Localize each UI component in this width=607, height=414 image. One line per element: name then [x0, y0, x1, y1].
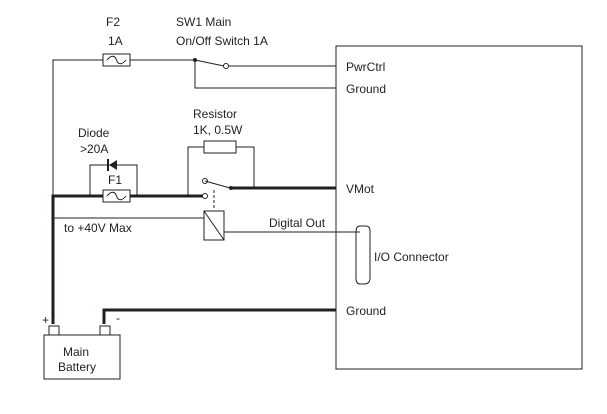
pwrctrl-wiring [52, 59, 336, 200]
battery [43, 325, 121, 380]
fuse-f2-rating: 1A [108, 34, 123, 48]
pin-pwrctrl: PwrCtrl [346, 60, 385, 74]
fuse-f2 [102, 53, 131, 67]
battery-label-line1: Main [63, 345, 89, 359]
resistor-label-line1: Resistor [193, 107, 237, 121]
switch-label-line2: On/Off Switch 1A [176, 34, 268, 48]
vmot-wiring [51, 146, 336, 324]
controller-box [335, 45, 583, 370]
digital-out-wiring [53, 217, 360, 233]
fuse-f1-name: F1 [108, 173, 122, 187]
pin-ground-top: Ground [346, 82, 386, 96]
supply-note: to +40V Max [64, 221, 132, 235]
diode-label-line2: >20A [80, 142, 108, 156]
fuse-f2-name: F2 [106, 15, 120, 29]
pin-vmot: VMot [346, 182, 375, 196]
digital-out-label: Digital Out [269, 216, 326, 230]
pin-ground-bottom: Ground [346, 304, 386, 318]
io-connector-label: I/O Connector [374, 250, 449, 264]
battery-label-line2: Battery [58, 360, 96, 374]
battery-plus-sign: + [42, 313, 49, 327]
switch-label-line1: SW1 Main [176, 15, 231, 29]
relay-switch [202, 178, 233, 210]
resistor [203, 140, 237, 154]
switch-sw1 [193, 58, 229, 69]
fuse-f1 [102, 189, 131, 203]
battery-minus-terminal [99, 325, 111, 336]
io-connector-symbol [355, 225, 371, 285]
diode-label-line1: Diode [78, 126, 110, 140]
relay-coil [203, 210, 225, 241]
ground-wiring [102, 308, 336, 324]
resistor-label-line2: 1K, 0.5W [193, 123, 243, 137]
battery-minus-sign: - [116, 311, 120, 325]
battery-plus-terminal [48, 325, 60, 336]
diode [107, 159, 117, 171]
